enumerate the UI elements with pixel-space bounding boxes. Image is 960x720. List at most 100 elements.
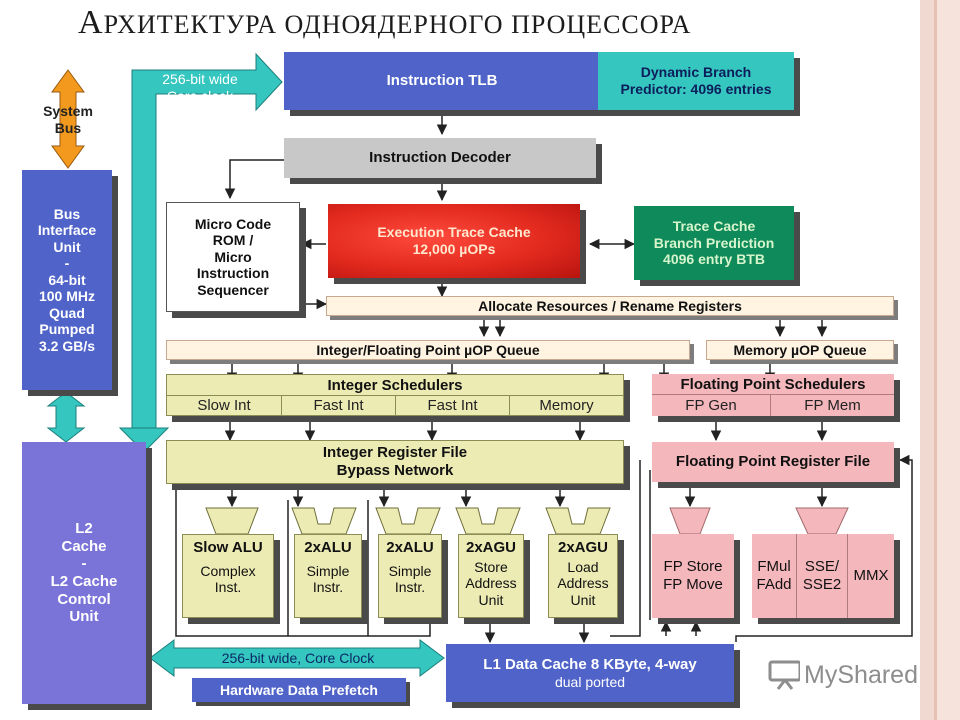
exec-unit-desc: Unit — [570, 591, 596, 608]
memory-queue-label: Memory µOP Queue — [733, 341, 867, 358]
fmul-line: FMul — [757, 558, 791, 576]
top-link-line: 256-bit wide — [162, 71, 238, 88]
l2-line: Control — [57, 590, 111, 608]
biu-line: Bus — [53, 205, 81, 222]
mmx: MMX — [848, 534, 894, 618]
sse-line: SSE/ — [804, 558, 840, 576]
biu-line: Quad — [49, 304, 85, 321]
sse-line: SSE2 — [802, 576, 842, 593]
sched-cell-label: FP Gen — [685, 396, 737, 414]
microcode-rom: Micro Code ROM / Micro Instruction Seque… — [166, 202, 300, 312]
exec-unit-desc: Load — [567, 558, 599, 575]
fp-store-move: FP Store FP Move — [652, 534, 734, 618]
instruction-tlb-label: Instruction TLB — [386, 72, 498, 90]
sched-memory: Memory — [509, 395, 623, 416]
exec-unit-name: 2xAGU — [465, 539, 517, 556]
trace-cache-branch-prediction: Trace Cache Branch Prediction 4096 entry… — [634, 206, 794, 280]
title-rest: РХИТЕКТУРА ОДНОЯДЕРНОГО ПРОЦЕССОРА — [103, 10, 692, 39]
exec-unit-slow-alu: Slow ALU Complex Inst. — [182, 534, 274, 618]
instruction-decoder: Instruction Decoder — [284, 138, 596, 178]
l1-line: dual ported — [554, 673, 626, 690]
sched-cell-label: Fast Int — [427, 397, 478, 415]
biu-line: Interface — [37, 222, 97, 239]
diagram-connections — [46, 52, 913, 677]
tcbp-line: 4096 entry BTB — [663, 251, 765, 268]
exec-unit-desc: Store — [474, 558, 508, 575]
exec-unit-name: Slow ALU — [193, 539, 263, 556]
sched-fast-int-1: Fast Int — [281, 395, 395, 416]
integer-register-file: Integer Register File Bypass Network — [166, 440, 624, 484]
exec-unit-alu-2: 2xALU Simple Instr. — [378, 534, 442, 618]
biu-line: 100 MHz — [38, 288, 96, 305]
system-bus-line: System — [43, 103, 93, 120]
myshared-logo: MyShared — [768, 655, 918, 695]
hardware-data-prefetch: Hardware Data Prefetch — [192, 678, 406, 702]
exec-unit-name: 2xALU — [304, 539, 352, 556]
execution-unit-hoppers — [205, 507, 849, 535]
sched-cell-label: Fast Int — [313, 397, 364, 415]
tcbp-line: Trace Cache — [672, 218, 756, 235]
hdp-label: Hardware Data Prefetch — [220, 681, 378, 698]
slide-edge — [920, 0, 934, 720]
int-fp-queue-label: Integer/Floating Point µOP Queue — [316, 341, 540, 358]
exec-unit-name: 2xALU — [386, 539, 434, 556]
fmul-line: FAdd — [756, 576, 792, 593]
execution-trace-cache: Execution Trace Cache 12,000 µOPs — [328, 204, 580, 278]
allocate-resources: Allocate Resources / Rename Registers — [326, 296, 894, 316]
l1-data-cache: L1 Data Cache 8 KByte, 4-way dual ported — [446, 644, 734, 702]
dbp-line: Predictor: 4096 entries — [620, 81, 772, 97]
slide-title: АРХИТЕКТУРА ОДНОЯДЕРНОГО ПРОЦЕССОРА — [78, 4, 878, 44]
core-clock-link-bottom — [149, 639, 445, 677]
exec-unit-desc: Simple — [306, 562, 350, 579]
l2-line: Unit — [69, 608, 99, 626]
fp-store-line: FP Move — [663, 576, 723, 593]
biu-line: Pumped — [39, 321, 95, 338]
fp-exec-cluster: FMul FAdd SSE/ SSE2 MMX — [752, 534, 894, 618]
bottom-link-label: 256-bit wide, Core Clock — [176, 648, 420, 668]
microcode-line: Micro — [214, 248, 252, 265]
microcode-line: ROM / — [212, 232, 254, 249]
sched-cell-label: FP Mem — [804, 396, 861, 414]
bus-interface-unit: Bus Interface Unit - 64-bit 100 MHz Quad… — [22, 170, 112, 390]
slide-edge-outer — [934, 0, 960, 720]
exec-unit-desc: Address — [465, 575, 517, 592]
int-fp-uop-queue: Integer/Floating Point µOP Queue — [166, 340, 690, 360]
exec-unit-desc: Address — [557, 575, 609, 592]
exec-unit-store-agu: 2xAGU Store Address Unit — [458, 534, 524, 618]
fp-schedulers-title: Floating Point Schedulers — [680, 376, 866, 393]
top-link-line: Core clock — [166, 88, 234, 104]
allocate-resources-label: Allocate Resources / Rename Registers — [478, 297, 742, 314]
sched-cell-label: Slow Int — [197, 397, 251, 415]
sse-sse2: SSE/ SSE2 — [797, 534, 848, 618]
system-bus-line: Bus — [54, 120, 82, 136]
mmx-label: MMX — [853, 567, 889, 585]
system-bus-arrow — [51, 69, 85, 169]
instruction-decoder-label: Instruction Decoder — [369, 149, 511, 167]
fp-register-file-label: Floating Point Register File — [675, 453, 871, 471]
etc-line: Execution Trace Cache — [377, 224, 531, 241]
irf-line: Bypass Network — [336, 462, 454, 479]
core-clock-link-top — [118, 52, 283, 453]
exec-unit-desc: Instr. — [312, 579, 344, 596]
tcbp-line: Branch Prediction — [653, 234, 775, 251]
exec-unit-name: 2xAGU — [557, 539, 609, 556]
fmul-fadd: FMul FAdd — [752, 534, 797, 618]
biu-line: Unit — [53, 238, 81, 255]
sched-slow-int: Slow Int — [167, 395, 281, 416]
integer-schedulers: Integer Schedulers Slow Int Fast Int Fas… — [166, 374, 624, 416]
system-bus-label: System Bus — [28, 98, 108, 142]
sched-fp-gen: FP Gen — [652, 394, 770, 416]
etc-line: 12,000 µOPs — [412, 241, 496, 257]
exec-unit-desc: Unit — [478, 591, 504, 608]
watermark-text: MyShared — [804, 660, 918, 689]
memory-uop-queue: Memory µOP Queue — [706, 340, 894, 360]
presentation-icon — [768, 660, 801, 690]
integer-schedulers-title: Integer Schedulers — [327, 377, 463, 394]
microcode-line: Micro Code — [194, 215, 272, 232]
l1-line: L1 Data Cache 8 KByte, 4-way — [483, 655, 697, 673]
exec-unit-desc: Inst. — [214, 579, 242, 596]
l2-line: Cache — [61, 537, 107, 555]
sched-cell-label: Memory — [539, 397, 594, 415]
exec-unit-alu-1: 2xALU Simple Instr. — [294, 534, 362, 618]
microcode-line: Instruction — [196, 265, 270, 282]
